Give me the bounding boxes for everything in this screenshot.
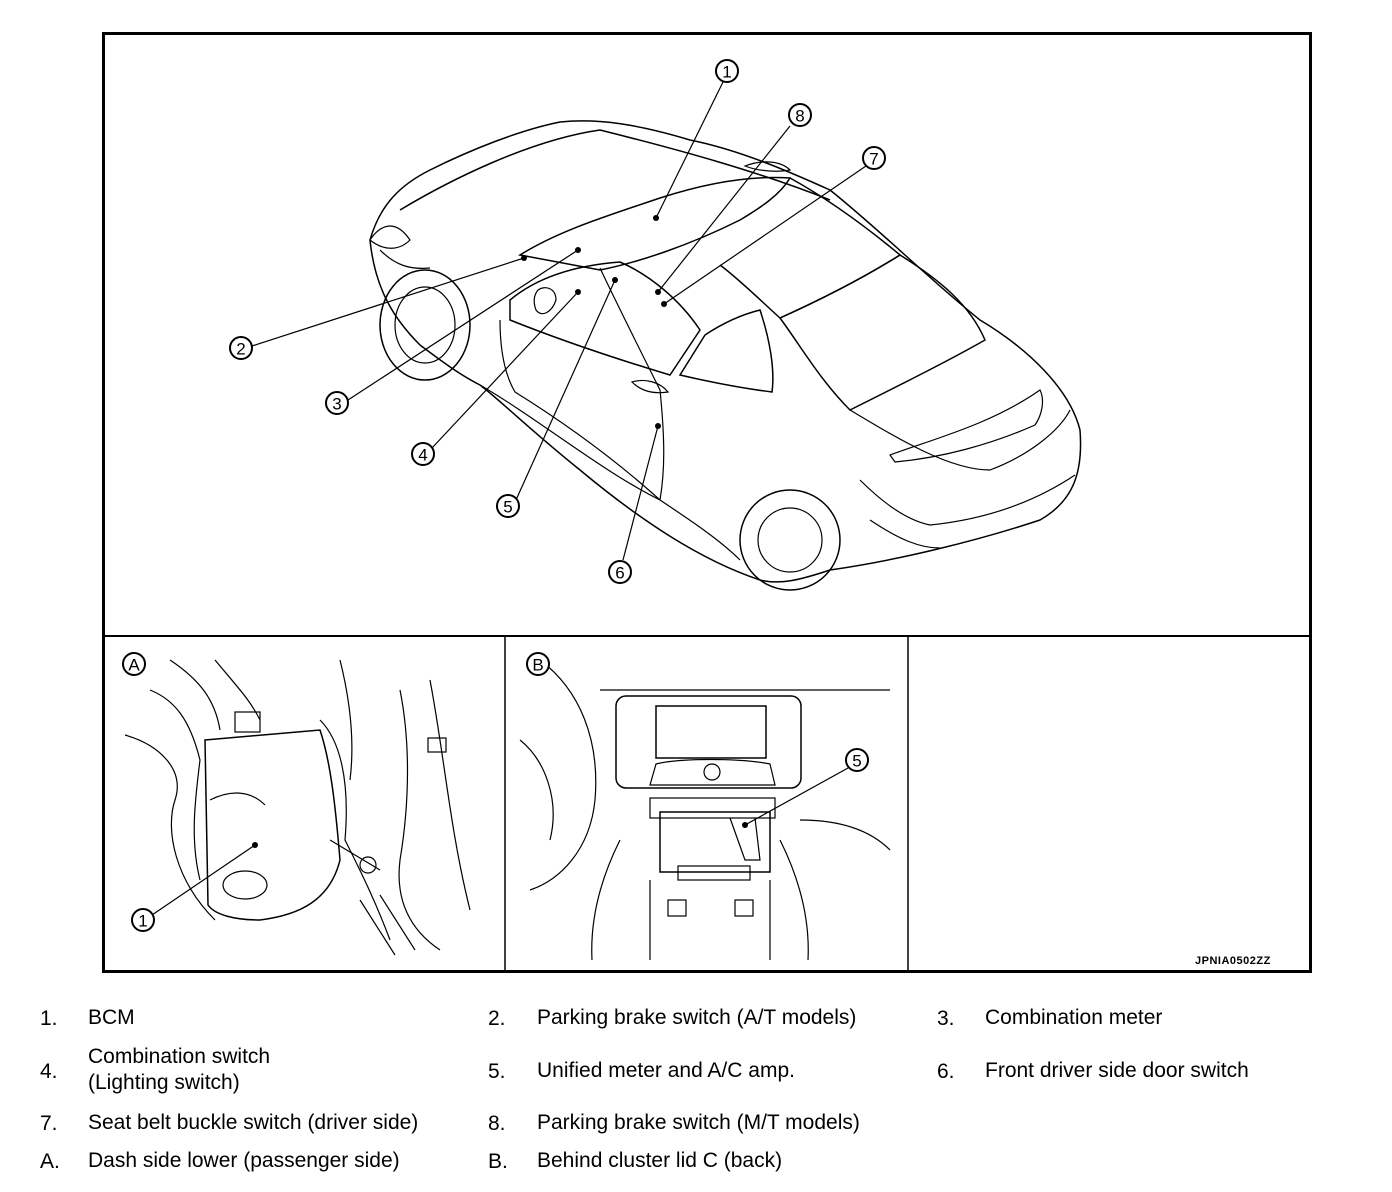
svg-text:3: 3	[332, 395, 341, 414]
panel-b-illustration	[519, 659, 891, 960]
legend-num-1: 1.	[40, 1007, 58, 1030]
callout-8: 8	[788, 103, 812, 127]
svg-text:4: 4	[418, 446, 427, 465]
legend-text-a: Dash side lower (passenger side)	[88, 1149, 400, 1172]
leader-lines	[251, 79, 867, 561]
callout-1: 1	[715, 59, 739, 83]
svg-text:8: 8	[795, 107, 804, 126]
callout-2: 2	[229, 336, 253, 360]
legend-text-3: Combination meter	[985, 1006, 1163, 1029]
callout-6: 6	[608, 560, 632, 584]
svg-text:5: 5	[503, 498, 512, 517]
svg-text:7: 7	[869, 150, 878, 169]
legend-num-2: 2.	[488, 1007, 506, 1030]
svg-text:6: 6	[615, 564, 624, 583]
legend-num-a: A.	[40, 1150, 60, 1173]
panel-b-callout-5: 5	[845, 748, 869, 772]
legend-text-b: Behind cluster lid C (back)	[537, 1149, 783, 1172]
legend-num-8: 8.	[488, 1112, 506, 1135]
legend-num-4: 4.	[40, 1060, 58, 1083]
panel-a-callout-1: 1	[131, 908, 155, 932]
legend-text-4: Combination switch (Lighting switch)	[88, 1045, 271, 1094]
legend-text-7: Seat belt buckle switch (driver side)	[88, 1111, 419, 1134]
callout-4: 4	[411, 442, 435, 466]
legend-text-2: Parking brake switch (A/T models)	[537, 1006, 857, 1029]
panel-a-label: A	[122, 652, 146, 676]
vehicle-diagram: 1 8 7 2 3 4 5 6 A 1	[102, 59, 1311, 972]
car-illustration	[369, 120, 1082, 591]
svg-text:1: 1	[138, 912, 147, 931]
svg-text:1: 1	[722, 63, 731, 82]
svg-text:B: B	[532, 656, 543, 675]
panel-b-label: B	[526, 652, 550, 676]
callout-7: 7	[862, 146, 886, 170]
legend-num-5: 5.	[488, 1060, 506, 1083]
svg-text:5: 5	[852, 752, 861, 771]
legend-num-6: 6.	[937, 1060, 955, 1083]
figure-code: JPNIA0502ZZ	[1195, 955, 1271, 967]
svg-text:A: A	[128, 656, 140, 675]
legend-num-3: 3.	[937, 1007, 955, 1030]
legend-text-6: Front driver side door switch	[985, 1059, 1249, 1082]
legend-text-8: Parking brake switch (M/T models)	[537, 1111, 860, 1134]
callout-5: 5	[496, 494, 520, 518]
diagram-frame	[102, 32, 1312, 973]
legend-num-b: B.	[488, 1150, 508, 1173]
legend-text-1: BCM	[88, 1006, 135, 1029]
legend-num-7: 7.	[40, 1112, 58, 1135]
legend-text-5: Unified meter and A/C amp.	[537, 1059, 795, 1082]
svg-text:2: 2	[236, 340, 245, 359]
callout-3: 3	[325, 391, 349, 415]
panel-a-illustration	[124, 659, 471, 956]
